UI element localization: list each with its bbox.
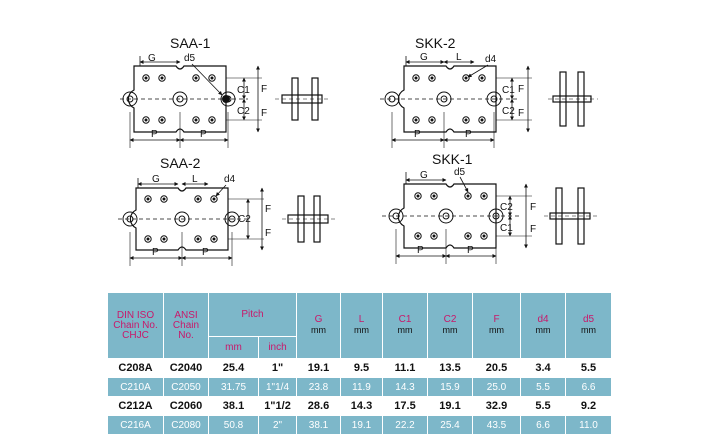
header-pitch: Pitch [207, 292, 298, 337]
drawing-skk1: SKK-1 G d5 P P C2 C1 F F [382, 151, 598, 264]
saa1-f-label-lower: F [261, 108, 267, 119]
saa2-title: SAA-2 [160, 155, 201, 171]
chain-attachment-drawings: SAA-1 G d5 P P C1 C2 F F [118, 35, 598, 266]
saa2-p1-label: P [152, 247, 159, 258]
skk1-f-label-lower: F [530, 224, 536, 235]
saa1-g-label: G [148, 53, 156, 64]
skk2-p2-label: P [465, 129, 472, 140]
skk1-c2-label: C2 [500, 202, 513, 213]
saa1-c1-label: C1 [237, 85, 250, 96]
skk2-f-label-lower: F [518, 108, 524, 119]
skk1-g-label: G [420, 170, 428, 181]
skk1-c1-label: C1 [500, 223, 513, 234]
saa1-c2-label: C2 [237, 106, 250, 117]
skk2-c2-label: C2 [502, 106, 515, 117]
skk1-title: SKK-1 [432, 151, 473, 167]
header-ansi: ANSI Chain No. [163, 292, 209, 359]
saa1-title: SAA-1 [170, 35, 211, 51]
saa2-side-view [282, 195, 336, 243]
skk1-p1-label: P [417, 245, 424, 256]
saa2-f-label-lower: F [265, 228, 271, 239]
drawing-saa2: SAA-2 G L d4 P P C2 F F [118, 155, 336, 266]
skk2-g-label: G [420, 52, 428, 63]
saa1-side-view [275, 77, 330, 121]
drawing-saa1: SAA-1 G d5 P P C1 C2 F F [120, 35, 330, 148]
skk2-side-view [548, 71, 598, 127]
skk1-d5-label: d5 [454, 167, 466, 178]
skk2-p1-label: P [414, 129, 421, 140]
skk2-d4-label: d4 [485, 54, 497, 65]
drawing-skk2: SKK-2 G L d4 P P C1 C2 F F [380, 35, 598, 148]
saa1-p1-label: P [151, 129, 158, 140]
header-pitch-inch: inch [257, 336, 298, 359]
saa2-p2-label: P [202, 247, 209, 258]
header-pitch-mm: mm [208, 336, 259, 359]
header-din-iso: DIN ISO Chain No. CHJC [107, 292, 164, 359]
saa2-g-label: G [152, 174, 160, 185]
skk1-side-view [544, 187, 598, 245]
saa2-l-label: L [192, 174, 198, 185]
saa1-p2-label: P [200, 129, 207, 140]
saa2-c2-label: C2 [238, 214, 251, 225]
skk2-l-label: L [456, 52, 462, 63]
saa2-d4-label: d4 [224, 174, 236, 185]
saa1-f-label-upper: F [261, 84, 267, 95]
saa2-f-label-upper: F [265, 204, 271, 215]
saa1-d5-label: d5 [184, 53, 196, 64]
skk1-f-label-upper: F [530, 202, 536, 213]
skk2-title: SKK-2 [415, 35, 456, 51]
skk2-f-label-upper: F [518, 84, 524, 95]
skk1-p2-label: P [467, 245, 474, 256]
dimension-table: DIN ISO Chain No. CHJC ANSI Chain No. Pi… [107, 292, 613, 435]
skk2-c1-label: C1 [502, 85, 515, 96]
